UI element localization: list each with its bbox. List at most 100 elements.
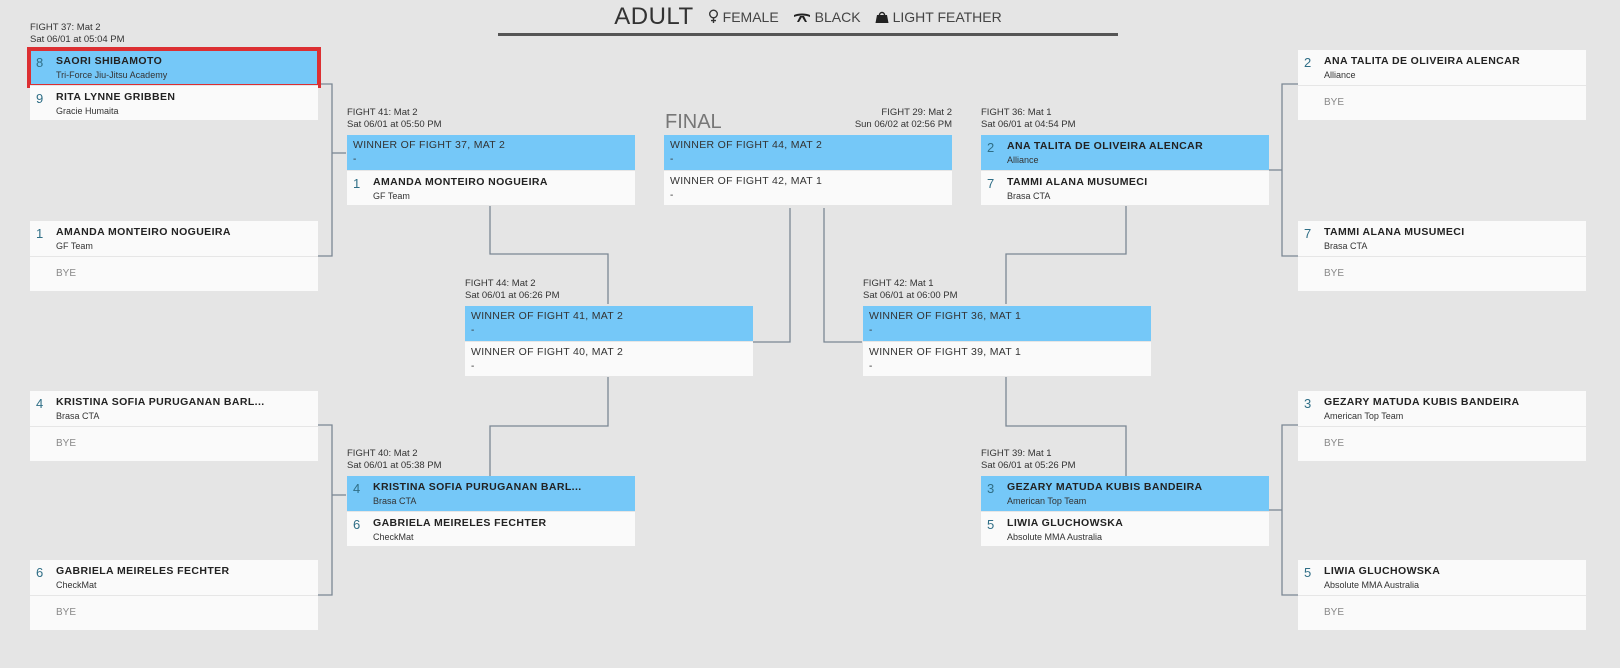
competitor-name: AMANDA MONTEIRO NOGUEIRA	[56, 226, 231, 238]
placeholder-team: -	[869, 361, 873, 372]
seed-number: 5	[1304, 565, 1312, 580]
seed-number: 2	[987, 140, 995, 155]
competitor-slot-selected[interactable]: 8 SAORI SHIBAMOTO Tri-Force Jiu-Jitsu Ac…	[27, 47, 321, 88]
winner-placeholder: WINNER OF FIGHT 44, MAT 2	[670, 139, 823, 151]
competitor-slot[interactable]: 7 TAMMI ALANA MUSUMECI Brasa CTA	[1298, 221, 1586, 256]
match-fight-44: FIGHT 44: Mat 2 Sat 06/01 at 06:26 PM WI…	[465, 278, 753, 376]
weight-filter: LIGHT FEATHER	[875, 9, 1002, 25]
competitor-team: Brasa CTA	[373, 496, 417, 506]
seed-number: 3	[1304, 396, 1312, 411]
bye-slot: BYE	[1298, 426, 1586, 461]
weight-label: LIGHT FEATHER	[892, 8, 1002, 25]
match-fight-36: FIGHT 36: Mat 1 Sat 06/01 at 04:54 PM 2 …	[981, 107, 1269, 205]
placeholder-slot[interactable]: WINNER OF FIGHT 36, MAT 1 -	[863, 306, 1151, 341]
competitor-slot[interactable]: 1 AMANDA MONTEIRO NOGUEIRA GF Team	[30, 221, 318, 256]
competitor-team: Brasa CTA	[56, 411, 100, 421]
winner-placeholder: WINNER OF FIGHT 39, MAT 1	[869, 346, 1022, 358]
connector-f40-f44	[489, 377, 609, 477]
placeholder-slot[interactable]: WINNER OF FIGHT 42, MAT 1 -	[664, 170, 952, 205]
competitor-slot[interactable]: 4 KRISTINA SOFIA PURUGANAN BARL... Brasa…	[30, 391, 318, 426]
belt-icon	[793, 13, 810, 22]
fight-time: Sat 06/01 at 05:38 PM	[347, 460, 442, 471]
competitor-slot[interactable]: 1 AMANDA MONTEIRO NOGUEIRA GF Team	[347, 170, 635, 205]
match-fight-29-final: FIGHT 29: Mat 2 Sun 06/02 at 02:56 PM WI…	[664, 107, 952, 205]
competitor-slot[interactable]: 4 KRISTINA SOFIA PURUGANAN BARL... Brasa…	[347, 476, 635, 511]
winner-placeholder: WINNER OF FIGHT 42, MAT 1	[670, 175, 823, 187]
placeholder-team: -	[471, 325, 475, 336]
connector-r1d-f36	[1281, 83, 1298, 257]
match-fight-39: FIGHT 39: Mat 1 Sat 06/01 at 05:26 PM 3 …	[981, 448, 1269, 546]
competitor-slot[interactable]: 5 LIWIA GLUCHOWSKA Absolute MMA Australi…	[1298, 560, 1586, 595]
seed-number: 2	[1304, 55, 1312, 70]
competitor-slot[interactable]: 5 LIWIA GLUCHOWSKA Absolute MMA Australi…	[981, 511, 1269, 546]
fight-number: FIGHT 40: Mat 2	[347, 448, 418, 459]
placeholder-slot[interactable]: WINNER OF FIGHT 44, MAT 2 -	[664, 135, 952, 170]
seed-number: 4	[36, 396, 44, 411]
female-icon	[708, 9, 718, 23]
seed-number: 8	[36, 55, 44, 70]
competitor-slot[interactable]: 9 RITA LYNNE GRIBBEN Gracie Humaita	[30, 85, 318, 120]
connector-r1b-f40	[316, 424, 333, 596]
seed-number: 3	[987, 481, 995, 496]
match-fight-37: FIGHT 37: Mat 2 Sat 06/01 at 05:04 PM 8 …	[27, 22, 321, 120]
competitor-team: Gracie Humaita	[56, 106, 119, 116]
bye-slot: BYE	[30, 426, 318, 461]
fight-number: FIGHT 42: Mat 1	[863, 278, 934, 289]
competitor-name: SAORI SHIBAMOTO	[56, 55, 163, 67]
seed-number: 7	[987, 176, 995, 191]
fight-time: Sat 06/01 at 05:04 PM	[30, 34, 125, 45]
competitor-name: LIWIA GLUCHOWSKA	[1324, 565, 1441, 577]
fight-number: FIGHT 41: Mat 2	[347, 107, 418, 118]
match-fight-41: FIGHT 41: Mat 2 Sat 06/01 at 05:50 PM WI…	[347, 107, 635, 205]
seed-number: 7	[1304, 226, 1312, 241]
bye-label: BYE	[1324, 607, 1345, 618]
placeholder-team: -	[670, 190, 674, 201]
match-r1-seed-1: 1 AMANDA MONTEIRO NOGUEIRA GF Team BYE	[30, 221, 318, 291]
competitor-name: LIWIA GLUCHOWSKA	[1007, 517, 1124, 529]
winner-placeholder: WINNER OF FIGHT 37, MAT 2	[353, 139, 506, 151]
competitor-slot[interactable]: 2 ANA TALITA DE OLIVEIRA ALENCAR Allianc…	[1298, 50, 1586, 85]
competitor-team: American Top Team	[1007, 496, 1087, 506]
competitor-team: Brasa CTA	[1324, 241, 1368, 251]
placeholder-team: -	[869, 325, 873, 336]
competitor-slot[interactable]: 6 GABRIELA MEIRELES FECHTER CheckMat	[347, 511, 635, 546]
competitor-team: Alliance	[1324, 70, 1356, 80]
connector-f42-final	[823, 208, 862, 343]
placeholder-team: -	[471, 361, 475, 372]
bye-slot: BYE	[1298, 85, 1586, 120]
fight-number: FIGHT 39: Mat 1	[981, 448, 1052, 459]
gender-label: FEMALE	[722, 8, 779, 25]
division-title: ADULT	[614, 2, 694, 30]
competitor-team: GF Team	[56, 241, 93, 251]
bye-label: BYE	[56, 607, 77, 618]
match-r1-seed-4: 4 KRISTINA SOFIA PURUGANAN BARL... Brasa…	[30, 391, 318, 461]
match-r1-seed-3: 3 GEZARY MATUDA KUBIS BANDEIRA American …	[1298, 391, 1586, 461]
competitor-slot[interactable]: 2 ANA TALITA DE OLIVEIRA ALENCAR Allianc…	[981, 135, 1269, 170]
competitor-team: Absolute MMA Australia	[1007, 532, 1103, 542]
seed-number: 6	[353, 517, 361, 532]
competitor-slot[interactable]: 3 GEZARY MATUDA KUBIS BANDEIRA American …	[1298, 391, 1586, 426]
competitor-team: GF Team	[373, 191, 410, 201]
competitor-slot[interactable]: 6 GABRIELA MEIRELES FECHTER CheckMat	[30, 560, 318, 595]
placeholder-slot[interactable]: WINNER OF FIGHT 39, MAT 1 -	[863, 341, 1151, 376]
competitor-team: Alliance	[1007, 155, 1039, 165]
placeholder-slot[interactable]: WINNER OF FIGHT 41, MAT 2 -	[465, 306, 753, 341]
winner-placeholder: WINNER OF FIGHT 36, MAT 1	[869, 310, 1022, 322]
seed-number: 4	[353, 481, 361, 496]
competitor-name: TAMMI ALANA MUSUMECI	[1007, 176, 1148, 188]
final-label: FINAL	[665, 111, 722, 133]
seed-number: 9	[36, 91, 44, 106]
competitor-name: GABRIELA MEIRELES FECHTER	[373, 517, 547, 529]
placeholder-slot[interactable]: WINNER OF FIGHT 37, MAT 2 -	[347, 135, 635, 170]
competitor-name: GEZARY MATUDA KUBIS BANDEIRA	[1324, 396, 1520, 408]
competitor-team: American Top Team	[1324, 411, 1404, 421]
weight-icon	[875, 11, 889, 23]
placeholder-slot[interactable]: WINNER OF FIGHT 40, MAT 2 -	[465, 341, 753, 376]
fight-time: Sat 06/01 at 04:54 PM	[981, 119, 1076, 130]
seed-number: 1	[36, 226, 44, 241]
competitor-slot[interactable]: 7 TAMMI ALANA MUSUMECI Brasa CTA	[981, 170, 1269, 205]
competitor-name: AMANDA MONTEIRO NOGUEIRA	[373, 176, 548, 188]
fight-time: Sat 06/01 at 06:00 PM	[863, 290, 958, 301]
match-fight-42: FIGHT 42: Mat 1 Sat 06/01 at 06:00 PM WI…	[863, 278, 1151, 376]
competitor-slot[interactable]: 3 GEZARY MATUDA KUBIS BANDEIRA American …	[981, 476, 1269, 511]
